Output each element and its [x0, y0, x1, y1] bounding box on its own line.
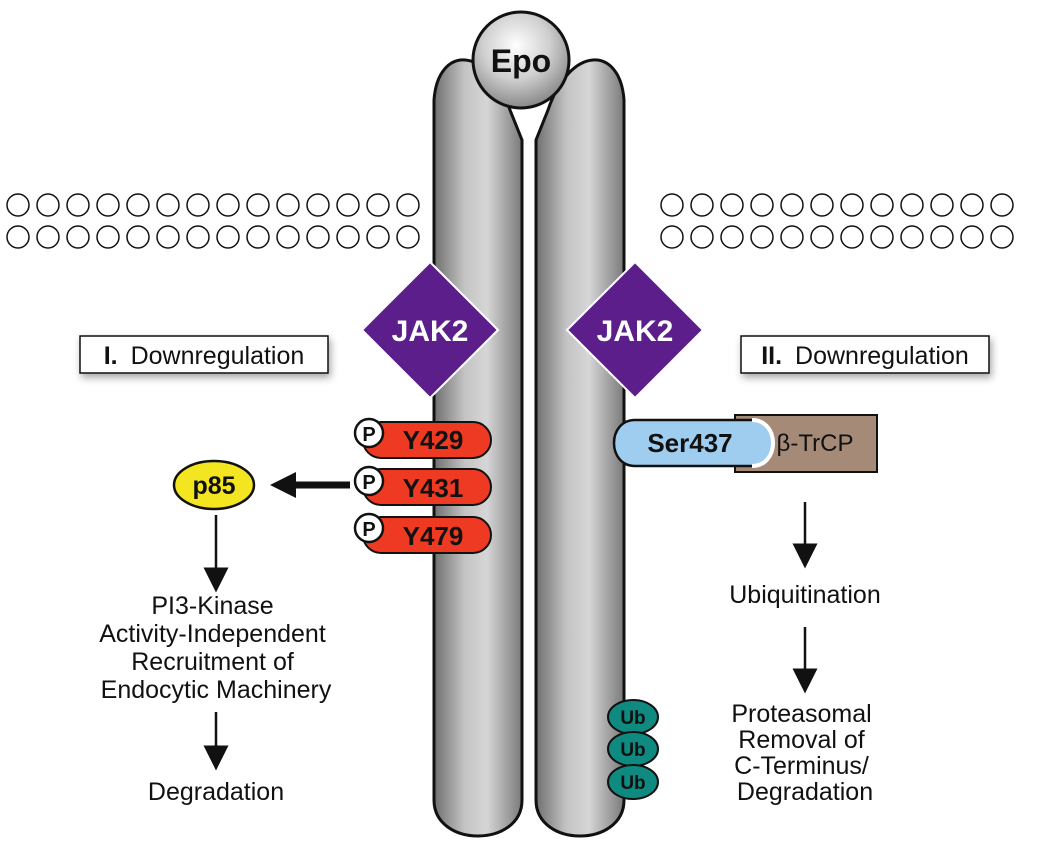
lipid-head — [216, 225, 240, 249]
box-one-label: Downregulation — [131, 342, 305, 370]
jak2-right: JAK2 — [565, 260, 705, 400]
tyrosine-label-2: Y431 — [403, 473, 464, 503]
lipid-head — [930, 225, 954, 249]
pathway-one-step1: PI3-Kinase Activity-Independent Recruitm… — [99, 592, 332, 704]
lipid-head — [36, 193, 60, 217]
lipid-head — [366, 193, 390, 217]
lipid-head — [870, 225, 894, 249]
phospho-tyrosine-y429: P Y429 — [353, 417, 492, 459]
jak2-left-label: JAK2 — [392, 315, 469, 348]
lipid-head — [780, 225, 804, 249]
ubiquitin-1: Ub — [607, 699, 659, 735]
lipid-head — [720, 225, 744, 249]
receptor-chain-right — [534, 58, 626, 838]
lipid-head — [810, 225, 834, 249]
box-two-label: Downregulation — [795, 342, 969, 370]
pathway-one-step2: Degradation — [148, 778, 284, 806]
p85-adapter: p85 — [172, 459, 256, 511]
lipid-head — [900, 193, 924, 217]
lipid-head — [930, 193, 954, 217]
lipid-head — [960, 193, 984, 217]
lipid-head — [156, 193, 180, 217]
lipid-head — [810, 193, 834, 217]
lipid-head — [900, 225, 924, 249]
lipid-head — [306, 193, 330, 217]
lipid-head — [126, 193, 150, 217]
lipid-head — [780, 193, 804, 217]
lipid-head — [396, 225, 420, 249]
phospho-badge-2: P — [362, 472, 375, 494]
lipid-head — [336, 193, 360, 217]
svg-text:Ub: Ub — [620, 773, 645, 794]
epo-ligand: Epo — [471, 10, 571, 110]
lipid-head — [870, 193, 894, 217]
phospho-badge-1: P — [362, 424, 375, 446]
lipid-head — [990, 193, 1014, 217]
lipid-head — [276, 225, 300, 249]
lipid-head — [840, 193, 864, 217]
lipid-head — [186, 193, 210, 217]
lipid-head — [66, 225, 90, 249]
lipid-head — [216, 193, 240, 217]
box-one-numeral: I. — [104, 342, 118, 370]
lipid-head — [96, 193, 120, 217]
lipid-head — [366, 225, 390, 249]
phospho-tyrosine-y479: P Y479 — [353, 512, 492, 554]
ubiquitin-2: Ub — [607, 731, 659, 767]
lipid-head — [126, 225, 150, 249]
lipid-head — [6, 193, 30, 217]
lipid-head — [750, 225, 774, 249]
ubiquitin-chain: Ub Ub Ub — [607, 699, 659, 800]
tyrosine-label-3: Y479 — [403, 521, 464, 551]
lipid-head — [660, 193, 684, 217]
lipid-head — [336, 225, 360, 249]
recruitment-arrow — [270, 472, 350, 498]
lipid-head — [306, 225, 330, 249]
tyrosine-label-1: Y429 — [403, 425, 464, 455]
phospho-tyrosine-y431: P Y431 — [353, 465, 492, 506]
ubiquitin-3: Ub — [607, 764, 659, 800]
svg-text:I. Downregulation: I. Downregulation — [104, 342, 305, 370]
lipid-head — [396, 193, 420, 217]
lipid-head — [660, 225, 684, 249]
ser437-label: Ser437 — [647, 428, 732, 458]
cell-membrane — [6, 193, 1014, 249]
lipid-head — [246, 225, 270, 249]
pathway-two-step1: Ubiquitination — [729, 581, 881, 609]
p85-label: p85 — [192, 472, 235, 500]
lipid-head — [690, 225, 714, 249]
downregulation-box-two: II. Downregulation — [740, 335, 990, 374]
lipid-head — [66, 193, 90, 217]
lipid-head — [156, 225, 180, 249]
lipid-head — [720, 193, 744, 217]
svg-text:Ub: Ub — [620, 740, 645, 761]
lipid-head — [96, 225, 120, 249]
lipid-head — [960, 225, 984, 249]
svg-text:Ub: Ub — [620, 708, 645, 729]
beta-trcp-label: β-TrCP — [777, 430, 854, 457]
box-two-numeral: II. — [761, 342, 782, 370]
lipid-head — [690, 193, 714, 217]
lipid-head — [36, 225, 60, 249]
svg-text:II. Downregulation: II. Downregulation — [761, 342, 969, 370]
downregulation-box-one: I. Downregulation — [79, 335, 329, 374]
lipid-head — [6, 225, 30, 249]
pathway-two-step2: Proteasomal Removal of C-Terminus/ Degra… — [731, 700, 878, 806]
lipid-head — [990, 225, 1014, 249]
phospho-serine-ser437: Ser437 — [612, 418, 775, 468]
lipid-head — [246, 193, 270, 217]
lipid-head — [840, 225, 864, 249]
epo-label: Epo — [491, 43, 551, 79]
jak2-right-label: JAK2 — [597, 315, 674, 348]
lipid-head — [276, 193, 300, 217]
lipid-head — [750, 193, 774, 217]
jak2-left: JAK2 — [360, 260, 500, 400]
lipid-head — [186, 225, 210, 249]
phospho-badge-3: P — [362, 519, 375, 541]
